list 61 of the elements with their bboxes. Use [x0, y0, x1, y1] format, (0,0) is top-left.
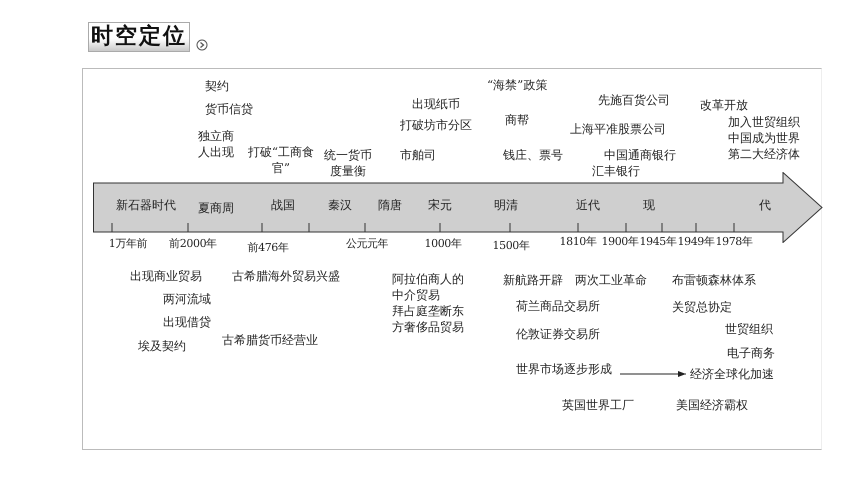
- period-label: 宋元: [428, 197, 452, 213]
- event-label: 经济全球化加速: [690, 366, 774, 382]
- date-label: 1500年: [492, 238, 530, 254]
- date-label: 1949年: [678, 234, 714, 250]
- period-label: 代: [759, 197, 771, 213]
- event-label: 商帮: [505, 112, 529, 128]
- event-label: 伦敦证券交易所: [516, 326, 600, 342]
- period-label: 新石器时代: [116, 197, 176, 213]
- event-label: 布雷顿森林体系: [672, 272, 756, 288]
- date-label: 1810年: [560, 234, 596, 250]
- event-label: 两河流域: [163, 291, 211, 307]
- event-label: 阿拉伯商人的中介贸易: [392, 271, 465, 303]
- event-label: 世贸组织: [725, 321, 773, 337]
- period-label: 现: [643, 197, 655, 213]
- event-label: 货币信贷: [205, 101, 253, 117]
- event-label: 契约: [205, 78, 229, 94]
- event-label: 世界市场逐步形成: [516, 361, 612, 377]
- date-label: 1978年: [716, 234, 752, 250]
- event-label: 市舶司: [400, 147, 436, 163]
- date-label: 1000年: [424, 236, 462, 252]
- event-label: 中国成为世界第二大经济体: [728, 130, 801, 162]
- event-label: 统一货币度量衡: [323, 147, 373, 179]
- period-label: 秦汉: [328, 197, 352, 213]
- event-label: 加入世贸组织: [728, 114, 800, 130]
- event-label: 古希腊货币经营业: [222, 332, 318, 348]
- period-label: 隋唐: [378, 197, 402, 213]
- date-label: 前2000年: [169, 236, 217, 252]
- arrow: [620, 371, 686, 377]
- event-label: 两次工业革命: [575, 272, 647, 288]
- event-label: 汇丰银行: [592, 163, 640, 179]
- event-label: “海禁”政策: [487, 77, 548, 93]
- title-banner: 时空定位: [88, 22, 190, 52]
- event-label: 出现纸币: [412, 96, 460, 112]
- event-label: 关贸总协定: [672, 299, 732, 315]
- event-label: 改革开放: [700, 97, 748, 113]
- date-label: 1945年: [640, 234, 676, 250]
- event-label: 埃及契约: [138, 338, 186, 354]
- period-label: 明清: [494, 197, 518, 213]
- event-label: 出现商业贸易: [130, 268, 202, 284]
- date-label: 公元元年: [346, 236, 388, 252]
- event-label: 钱庄、票号: [503, 147, 563, 163]
- event-label: 新航路开辟: [503, 272, 563, 288]
- event-label: 先施百货公司: [598, 92, 670, 108]
- period-label: 近代: [576, 197, 600, 213]
- event-label: 打破坊市分区: [400, 117, 472, 133]
- event-label: 上海平准股票公司: [570, 121, 666, 137]
- event-label: 古希腊海外贸易兴盛: [232, 268, 340, 284]
- event-label: 美国经济霸权: [676, 397, 748, 413]
- event-label: 独立商人出现: [198, 128, 235, 160]
- event-label: 荷兰商品交易所: [516, 298, 600, 314]
- date-label: 1万年前: [108, 236, 148, 252]
- period-label: 夏商周: [198, 200, 234, 216]
- event-label: 电子商务: [727, 345, 775, 361]
- event-label: 英国世界工厂: [562, 397, 634, 413]
- event-label: 中国通商银行: [604, 147, 676, 163]
- event-label: 拜占庭垄断东方奢侈品贸易: [392, 303, 465, 335]
- event-label: 出现借贷: [163, 314, 211, 330]
- date-label: 1900年: [602, 234, 638, 250]
- date-label: 前476年: [248, 240, 288, 256]
- period-label: 战国: [271, 197, 295, 213]
- event-label: 打破“工商食官”: [247, 144, 315, 176]
